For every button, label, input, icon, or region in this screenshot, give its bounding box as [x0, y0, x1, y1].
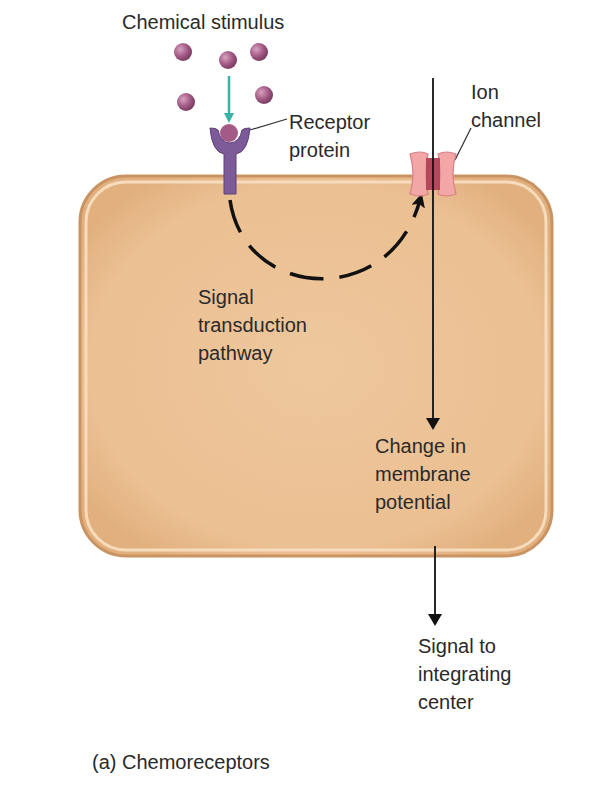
ion-flow-arrow	[432, 78, 434, 424]
bound-molecule	[220, 124, 238, 142]
binding-arrow	[228, 76, 231, 118]
receptor-protein: Receptor protein	[208, 126, 252, 194]
membrane-potential-label: Change in membrane potential	[375, 432, 505, 516]
caption: (a) Chemoreceptors	[92, 748, 270, 776]
node-label: Receptor protein	[289, 108, 399, 164]
stimulus-label: Chemical stimulus	[122, 8, 322, 36]
pathway-label: Signal transduction pathway	[198, 283, 338, 367]
output-arrow	[434, 546, 436, 620]
cell-body	[80, 176, 552, 556]
channel-shape	[406, 150, 460, 198]
leader-line	[455, 128, 471, 160]
node-label: Ion channel	[471, 78, 561, 134]
leader-line	[250, 119, 287, 130]
receptor-shape	[208, 126, 252, 194]
ion-channel: Ion channel	[406, 150, 460, 198]
transduction-arrow	[230, 200, 420, 279]
output-label: Signal to integrating center	[418, 632, 538, 716]
stimulus-molecules	[174, 43, 273, 111]
cell-membrane-highlight	[86, 182, 546, 550]
